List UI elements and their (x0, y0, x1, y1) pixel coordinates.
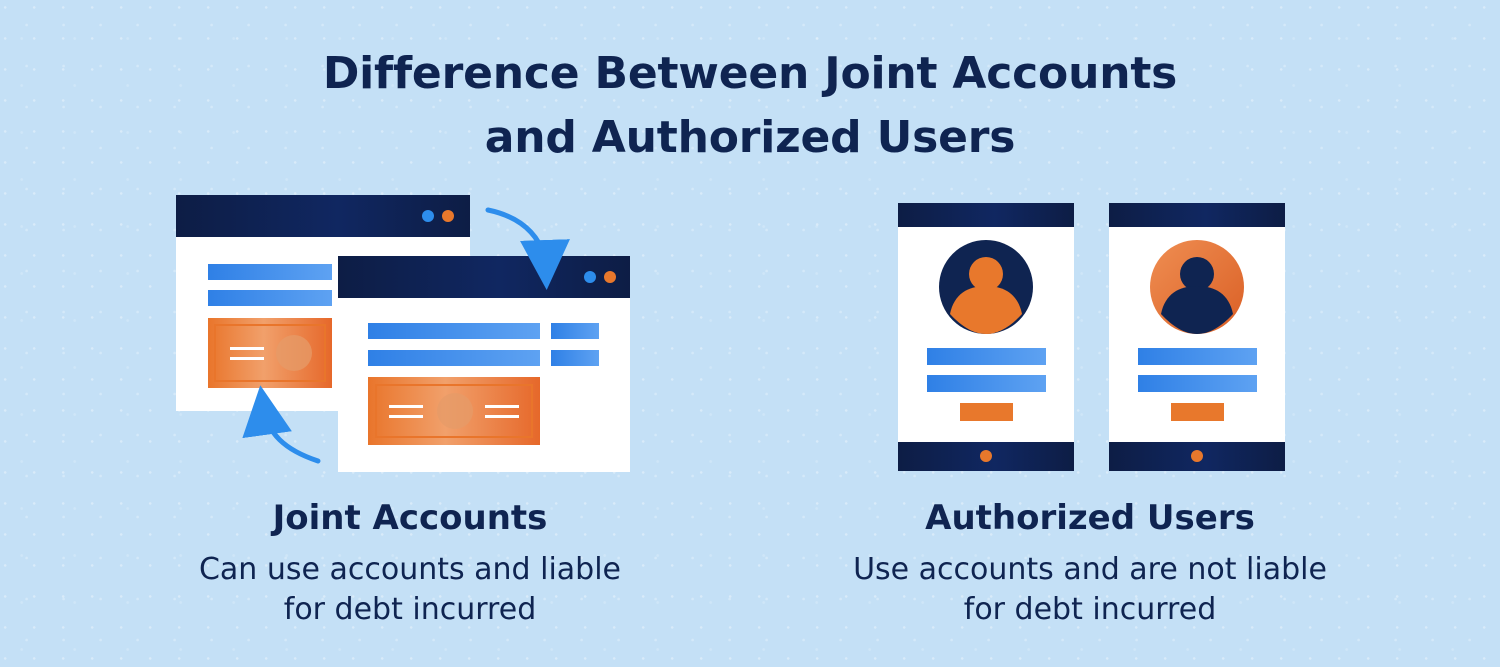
authorized-users-illustration (898, 203, 1285, 471)
profile-badge (1171, 403, 1224, 421)
joint-accounts-description: Can use accounts and liable for debt inc… (170, 550, 650, 630)
phone-home-button-icon (1191, 450, 1203, 462)
form-field-bar (208, 264, 332, 280)
authorized-users-description-line-1: Use accounts and are not liable (853, 552, 1327, 587)
form-field-bar (551, 350, 599, 366)
profile-field-bar (927, 375, 1046, 392)
transfer-arrow-icon (242, 385, 321, 464)
form-field-bar (551, 323, 599, 339)
joint-accounts-description-line-2: for debt incurred (283, 592, 537, 627)
window-control-dot (604, 271, 616, 283)
window-control-dot (584, 271, 596, 283)
phone-profile-card-left (898, 203, 1074, 471)
phone-home-button-icon (980, 450, 992, 462)
authorized-users-description-line-2: for debt incurred (963, 592, 1217, 627)
form-field-bar (368, 350, 540, 366)
joint-accounts-description-line-1: Can use accounts and liable (198, 552, 622, 587)
title-line-2: and Authorized Users (484, 112, 1016, 163)
profile-field-bar (1138, 375, 1257, 392)
joint-accounts-illustration (176, 195, 630, 472)
window-control-dot (442, 210, 454, 222)
title-line-1: Difference Between Joint Accounts (322, 48, 1178, 99)
profile-badge (960, 403, 1013, 421)
profile-field-bar (1138, 348, 1257, 365)
page-title: Difference Between Joint Accounts and Au… (180, 42, 1320, 170)
authorized-users-description: Use accounts and are not liable for debt… (800, 550, 1380, 630)
form-field-bar (368, 323, 540, 339)
profile-field-bar (927, 348, 1046, 365)
front-browser-window (338, 256, 630, 472)
authorized-users-heading: Authorized Users (925, 498, 1255, 538)
joint-accounts-heading: Joint Accounts (272, 498, 548, 538)
phone-profile-card-right (1109, 203, 1285, 471)
window-control-dot (422, 210, 434, 222)
money-card-icon (208, 318, 332, 388)
transfer-arrow-icon (485, 207, 570, 290)
form-field-bar (208, 290, 332, 306)
